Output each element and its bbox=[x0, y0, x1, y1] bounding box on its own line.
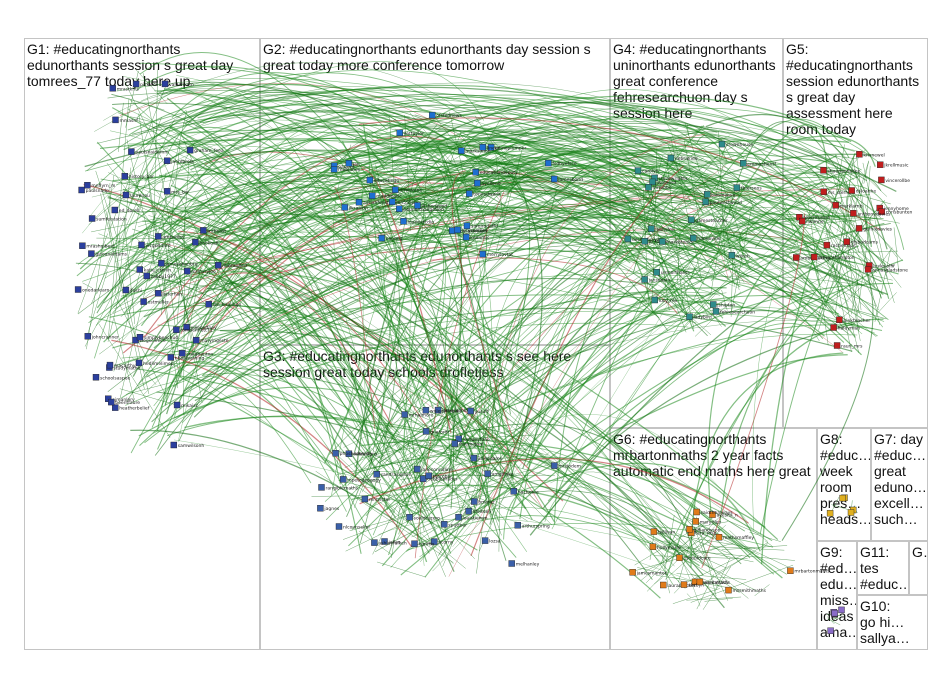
group-g5-label: G5: #educatingnorthants session edunorth… bbox=[786, 41, 925, 137]
group-g1: G1: #educatingnorthants edunorthants ses… bbox=[24, 38, 260, 650]
group-g11-label: G11: tes #educ… bbox=[860, 544, 906, 592]
group-g8: G8: #educ… week room pres… heads… bbox=[817, 428, 871, 541]
group-g3-label: G3: #educatingnorthants edunorthants s s… bbox=[263, 348, 607, 380]
group-g11: G11: tes #educ… bbox=[857, 541, 909, 595]
group-g9: G9: #ed… edu… miss… ideas ama… bbox=[817, 541, 857, 650]
group-g7: G7: day #educ… great eduno… excell… such… bbox=[871, 428, 928, 541]
group-g9-label: G9: #ed… edu… miss… ideas ama… bbox=[820, 544, 854, 640]
group-g2: G2: #educatingnorthants edunorthants day… bbox=[260, 38, 610, 345]
group-g4-label: G4: #educatingnorthants uninorthants edu… bbox=[613, 41, 780, 121]
group-g10-label: G10: go hi… sallya… bbox=[860, 598, 925, 646]
group-g8-label: G8: #educ… week room pres… heads… bbox=[820, 431, 868, 527]
group-g12: G… bbox=[909, 541, 928, 595]
group-g6: G6: #educatingnorthants mrbartonmaths 2 … bbox=[610, 428, 817, 650]
group-g7-label: G7: day #educ… great eduno… excell… such… bbox=[874, 431, 925, 527]
group-g6-label: G6: #educatingnorthants mrbartonmaths 2 … bbox=[613, 431, 814, 479]
group-g4: G4: #educatingnorthants uninorthants edu… bbox=[610, 38, 783, 428]
group-g2-label: G2: #educatingnorthants edunorthants day… bbox=[263, 41, 607, 73]
group-g10: G10: go hi… sallya… bbox=[857, 595, 928, 650]
group-g1-label: G1: #educatingnorthants edunorthants ses… bbox=[27, 41, 257, 89]
group-g3: G3: #educatingnorthants edunorthants s s… bbox=[260, 345, 610, 650]
group-g5: G5: #educatingnorthants session edunorth… bbox=[783, 38, 928, 428]
group-g12-label: G… bbox=[912, 544, 925, 560]
